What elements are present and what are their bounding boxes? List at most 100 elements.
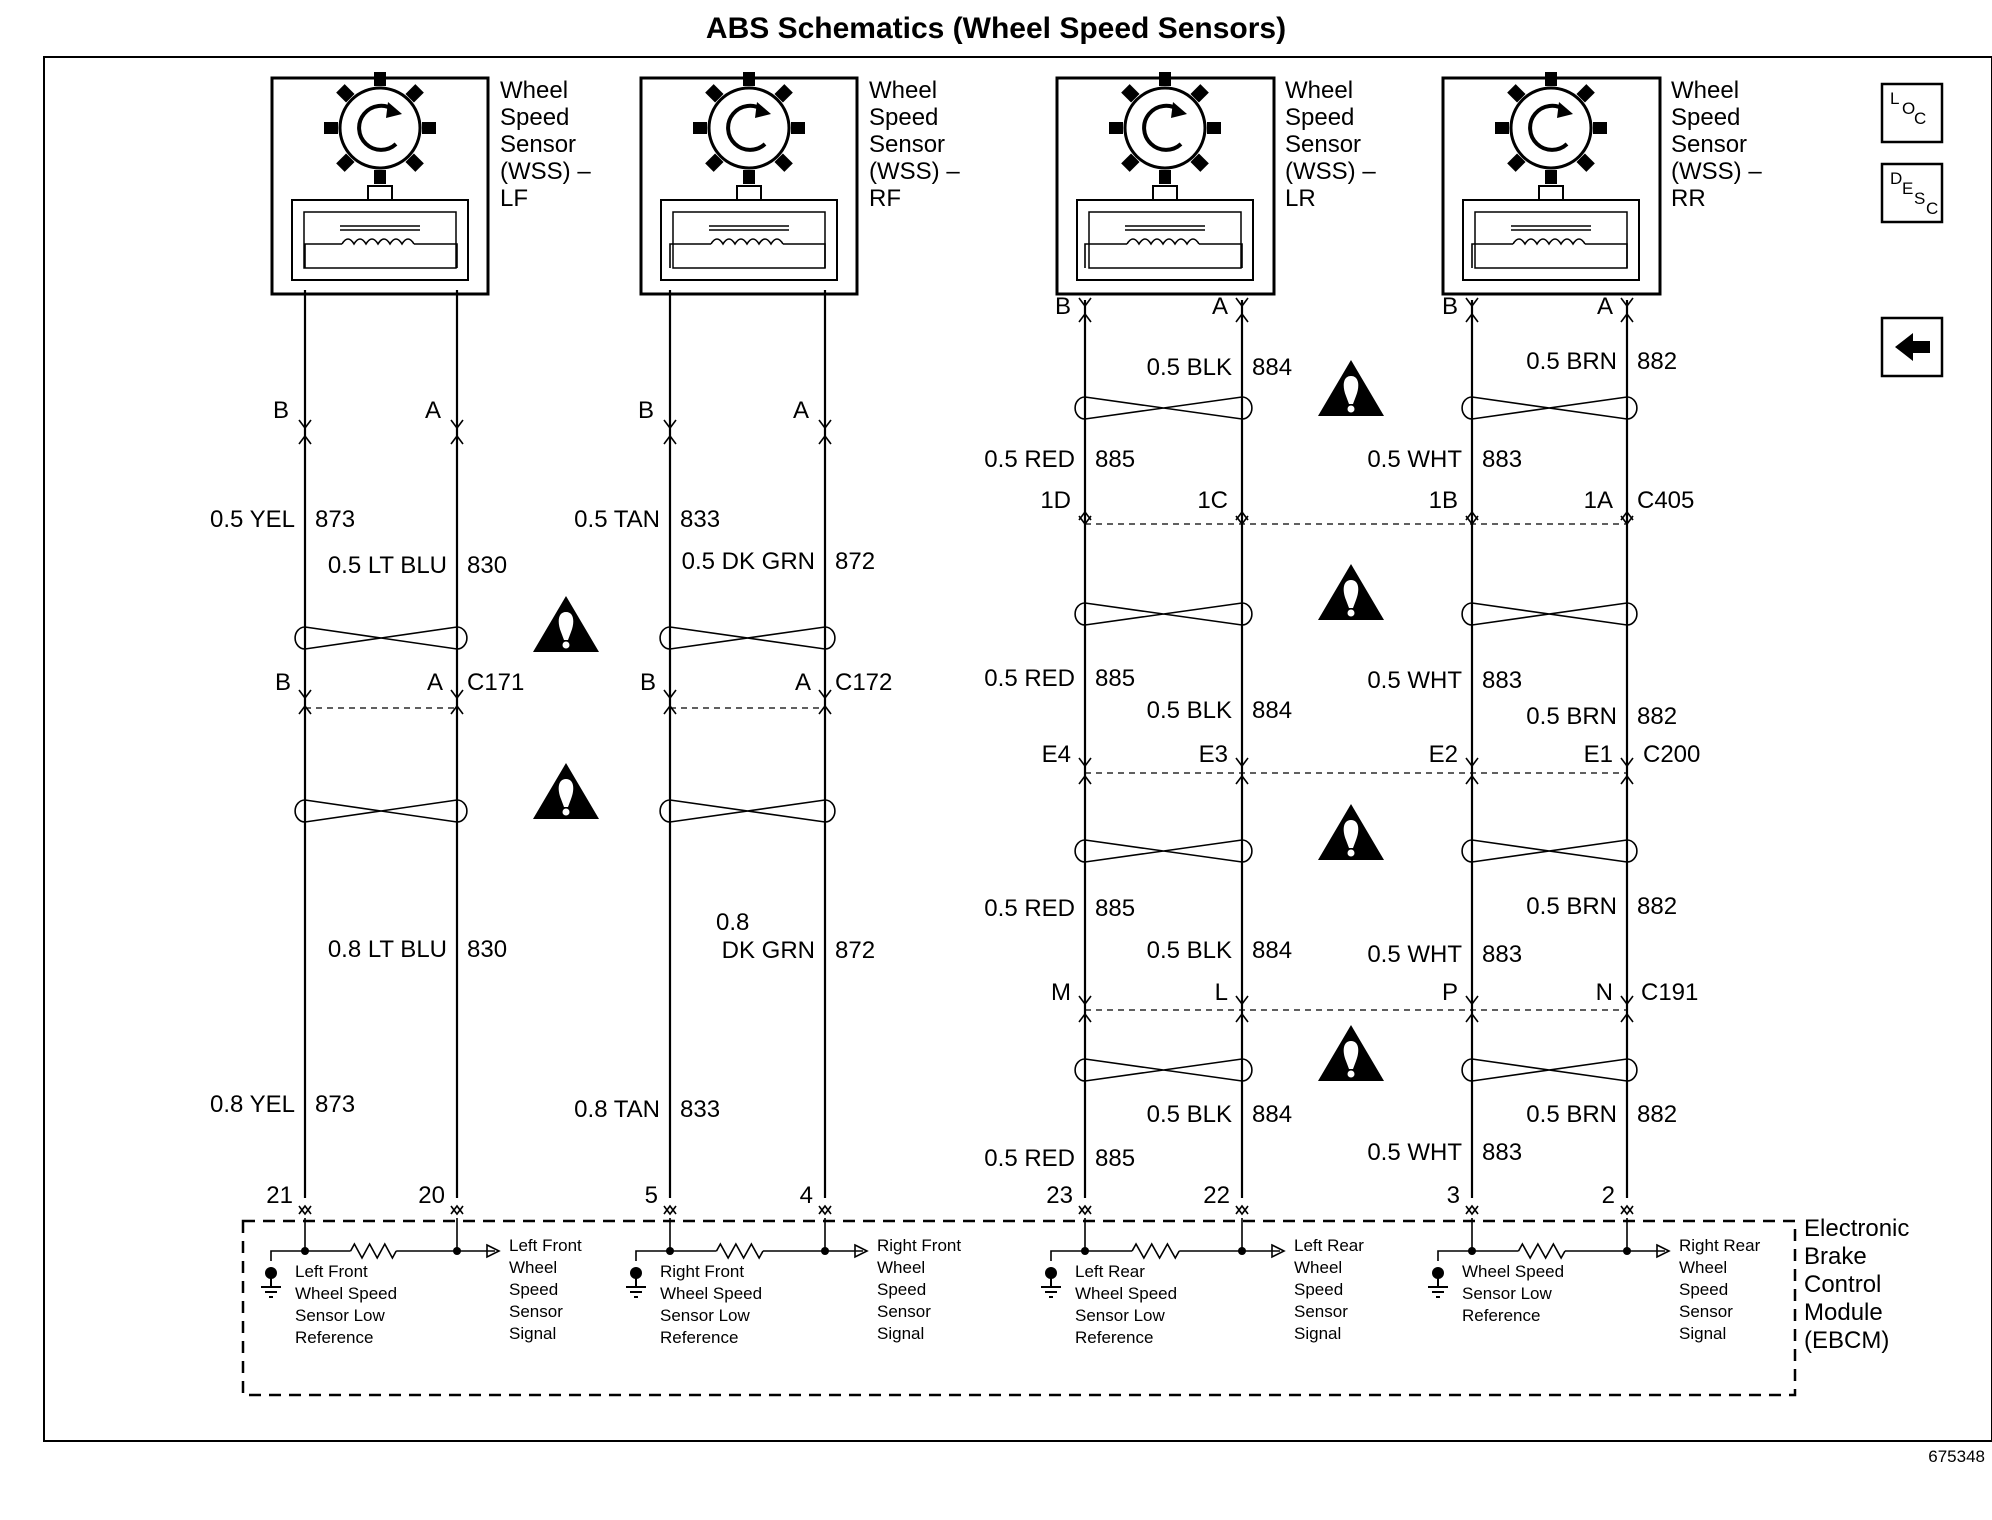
diagram-frame — [43, 56, 1992, 1442]
nav-letter: O — [1902, 99, 1915, 118]
wire-circuit-label: 873 — [315, 1091, 355, 1118]
wire-color-label: 0.5 WHT — [1367, 667, 1462, 694]
pin-arrow — [1620, 995, 1634, 1006]
resistor-icon — [715, 1242, 764, 1260]
wire-color-label: 0.5 WHT — [1367, 941, 1462, 968]
wire-color-label: 0.8 — [716, 909, 749, 936]
pin-arrow — [1078, 774, 1092, 785]
twisted-pair-symbol — [1461, 839, 1638, 863]
ground-lead — [270, 1250, 305, 1261]
sensor-label-lr: Wheel — [1285, 77, 1353, 104]
pin-arrow — [450, 704, 464, 715]
pin-arrow — [1620, 1204, 1634, 1215]
ebcm-circuit-label: Sensor Low — [1462, 1284, 1552, 1303]
pin-arrow — [818, 1205, 832, 1216]
pin-label: 1D — [1040, 487, 1071, 514]
pin-arrow — [1235, 1012, 1249, 1023]
twisted-pair-symbol — [1074, 839, 1253, 863]
wire-color-label: 0.5 RED — [984, 665, 1075, 692]
ground-lead — [1437, 1250, 1472, 1261]
sensor-label-rr: Sensor — [1671, 131, 1747, 158]
pin-arrow — [818, 419, 832, 430]
sensor-tip — [1538, 185, 1564, 201]
coil-lead — [304, 243, 342, 268]
wire-circuit-label: 883 — [1482, 1139, 1522, 1166]
pin-arrow — [1235, 510, 1249, 521]
ebcm-circuit-label: Speed — [1294, 1280, 1343, 1299]
ebcm-circuit-label: Wheel — [509, 1258, 557, 1277]
ebcm-circuit-label: Signal — [1294, 1324, 1341, 1343]
ebcm-circuit-label: Wheel — [1679, 1258, 1727, 1277]
pin-arrow — [1078, 510, 1092, 521]
pin-label: 4 — [800, 1182, 813, 1209]
coil-lead — [783, 243, 826, 268]
ebcm-circuit-label: Right Front — [877, 1236, 961, 1255]
ebcm-circuit-label: Sensor Low — [660, 1306, 750, 1325]
twisted-pair-symbol — [659, 799, 836, 823]
sensor-core — [303, 211, 457, 269]
ebcm-circuit-label: Left Rear — [1075, 1262, 1145, 1281]
pin-label: L — [1215, 979, 1228, 1006]
pin-label: B — [273, 397, 289, 424]
pin-arrow — [1078, 1204, 1092, 1215]
sensor-label-lr: LR — [1285, 185, 1316, 212]
ebcm-circuit-label: Sensor — [509, 1302, 563, 1321]
pin-arrow — [663, 434, 677, 445]
ground-icon — [625, 1266, 647, 1298]
ebcm-circuit-label: Wheel — [877, 1258, 925, 1277]
pin-arrow — [1465, 1204, 1479, 1215]
pin-arrow — [298, 704, 312, 715]
pin-arrow — [1620, 1012, 1634, 1023]
wire-circuit-label: 882 — [1637, 893, 1677, 920]
warning-icon — [1318, 804, 1384, 860]
nav-letter: L — [1890, 89, 1899, 108]
ebcm-label: (EBCM) — [1804, 1327, 1889, 1354]
wire-color-label: DK GRN — [722, 937, 815, 964]
ebcm-circuit-label: Wheel — [1294, 1258, 1342, 1277]
wire-circuit-label: 882 — [1637, 703, 1677, 730]
coil-lead — [414, 243, 458, 268]
signal-arrow-icon — [854, 1243, 869, 1259]
pin-label: 21 — [266, 1182, 293, 1209]
ebcm-label: Brake — [1804, 1243, 1867, 1270]
pin-arrow — [1620, 757, 1634, 768]
ebcm-label: Control — [1804, 1271, 1881, 1298]
pin-arrow — [1235, 297, 1249, 308]
resistor-icon — [1131, 1242, 1180, 1260]
pin-arrow — [450, 689, 464, 700]
ebcm-circuit-label: Reference — [295, 1328, 373, 1347]
twisted-pair-symbol — [294, 626, 468, 650]
sensor-label-lf: (WSS) – — [500, 158, 591, 185]
loc-button[interactable] — [1880, 82, 1944, 144]
nav-letter: S — [1914, 189, 1925, 208]
wire-color-label: 0.5 BRN — [1526, 703, 1617, 730]
connector-label: C172 — [835, 669, 892, 696]
ebcm-circuit-label: Right Front — [660, 1262, 744, 1281]
twisted-pair-symbol — [1074, 1058, 1253, 1082]
coil-lead — [1471, 243, 1513, 268]
sensor-label-lf: Wheel — [500, 77, 568, 104]
twisted-pair-symbol — [1074, 602, 1253, 626]
pin-arrow — [818, 434, 832, 445]
ebcm-circuit-label: Wheel Speed — [660, 1284, 762, 1303]
pin-arrow — [298, 689, 312, 700]
ebcm-circuit-label: Speed — [877, 1280, 926, 1299]
pin-arrow — [1620, 297, 1634, 308]
signal-arrow-icon — [1271, 1243, 1286, 1259]
pin-label: P — [1442, 979, 1458, 1006]
sensor-label-rf: (WSS) – — [869, 158, 960, 185]
sensor-label-rf: Sensor — [869, 131, 945, 158]
wire-color-label: 0.5 WHT — [1367, 1139, 1462, 1166]
wire-color-label: 0.5 BLK — [1147, 697, 1232, 724]
twisted-pair-symbol — [659, 626, 836, 650]
wire-circuit-label: 883 — [1482, 667, 1522, 694]
nav-letter: C — [1914, 109, 1926, 128]
pin-label: 1A — [1584, 487, 1613, 514]
sensor-label-lr: Sensor — [1285, 131, 1361, 158]
pin-label: B — [1055, 293, 1071, 320]
resistor-icon — [1517, 1242, 1566, 1260]
pin-label: 1C — [1197, 487, 1228, 514]
wire-circuit-label: 884 — [1252, 937, 1292, 964]
pin-arrow — [298, 434, 312, 445]
desc-button[interactable] — [1880, 162, 1944, 224]
